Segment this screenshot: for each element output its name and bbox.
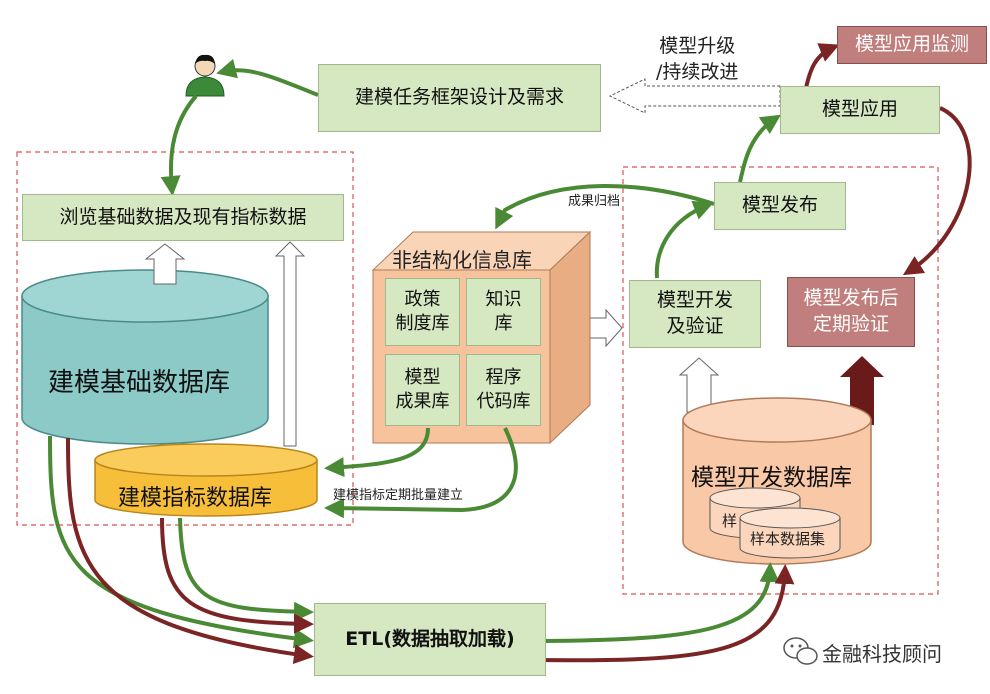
model-release-label: 模型发布 xyxy=(741,194,818,217)
app-monitor-label: 模型应用监测 xyxy=(854,33,969,56)
hollow-up-arrow-indicator xyxy=(274,241,306,447)
browse-data-box[interactable]: 浏览基础数据及现有指标数据 xyxy=(22,194,344,241)
arrow-etl-to-devdb-maroon xyxy=(539,564,795,663)
dev-db-label: 模型开发数据库 xyxy=(691,465,852,491)
cube-cell-code-2: 代码库 xyxy=(476,391,531,412)
app-monitor-box[interactable]: 模型应用监测 xyxy=(837,26,987,64)
arrow-app-to-monitor xyxy=(804,43,840,89)
cube-cell-knowledge-2: 库 xyxy=(494,313,513,334)
periodic-verify-label-1: 模型发布后 xyxy=(803,287,899,310)
model-app-label: 模型应用 xyxy=(821,98,898,121)
cube-title: 非结构化信息库 xyxy=(392,248,532,272)
model-app-box[interactable]: 模型应用 xyxy=(780,86,940,134)
cube-cell-knowledge-1: 知识 xyxy=(485,288,522,310)
cube-cell-policy-2: 制度库 xyxy=(395,313,450,334)
right-group-frame xyxy=(622,166,939,595)
task-design-box[interactable]: 建模任务框架设计及需求 xyxy=(318,64,601,132)
dev-verify-label-1: 模型开发 xyxy=(656,289,733,312)
dev-verify-label-2: 及验证 xyxy=(666,315,724,337)
arrow-cube-to-indicator-1 xyxy=(324,427,430,478)
base-db-cylinder xyxy=(21,269,269,445)
cube-cell-knowledge[interactable]: 知识 库 xyxy=(466,278,541,346)
indicator-db-cylinder xyxy=(94,443,318,517)
sample-db-front xyxy=(739,507,841,559)
wechat-icon xyxy=(783,637,818,665)
arrow-cube-to-indicator-2 xyxy=(324,427,518,519)
cube-cell-code-1: 程序 xyxy=(485,366,522,388)
etl-label: ETL(数据抽取加载) xyxy=(345,627,515,650)
hollow-left-arrow-upgrade xyxy=(608,78,781,114)
batch-build-label: 建模指标定期批量建立 xyxy=(333,488,464,503)
arrow-release-to-app xyxy=(738,114,782,183)
cube-cell-results-1: 模型 xyxy=(404,366,441,388)
arrow-task-to-user xyxy=(216,58,319,97)
hollow-right-arrow-cube xyxy=(589,308,623,348)
left-group-frame xyxy=(16,151,354,526)
arrow-user-to-browse xyxy=(160,94,198,196)
arrow-base-to-etl-maroon xyxy=(66,437,314,665)
archive-label: 成果归档 xyxy=(568,194,621,209)
etl-box[interactable]: ETL(数据抽取加载) xyxy=(314,603,546,676)
cube-cell-code[interactable]: 程序 代码库 xyxy=(466,354,541,426)
arrow-release-to-cube xyxy=(495,183,715,230)
indicator-db-label: 建模指标数据库 xyxy=(118,486,273,511)
sample-back-label: 样 xyxy=(722,512,738,530)
cube-cell-policy-1: 政策 xyxy=(404,288,441,310)
cube-cell-policy[interactable]: 政策 制度库 xyxy=(385,278,460,346)
arrow-indicator-to-etl-maroon xyxy=(160,517,314,634)
periodic-verify-box[interactable]: 模型发布后 定期验证 xyxy=(787,277,915,347)
dev-verify-box[interactable]: 模型开发 及验证 xyxy=(629,280,761,348)
arrow-etl-to-devdb-green xyxy=(539,562,780,643)
arrow-indicator-to-etl-green xyxy=(178,517,314,622)
arrow-app-to-periodic xyxy=(902,106,972,276)
user-icon xyxy=(185,54,225,97)
hollow-up-arrow-base xyxy=(144,243,186,285)
model-release-box[interactable]: 模型发布 xyxy=(714,182,846,230)
cube-cell-results-2: 成果库 xyxy=(395,391,450,412)
upgrade-label: 模型升级 /持续改进 xyxy=(656,34,738,85)
upgrade-label-1: 模型升级 xyxy=(659,35,736,57)
arrow-dev-to-release xyxy=(654,200,714,279)
sample-front-label: 样本数据集 xyxy=(750,530,826,548)
upgrade-label-2: /持续改进 xyxy=(656,60,739,83)
task-design-label: 建模任务框架设计及需求 xyxy=(354,86,564,109)
cube-cell-results[interactable]: 模型 成果库 xyxy=(385,354,460,426)
arrow-base-to-etl-green xyxy=(48,435,314,649)
watermark-label: 金融科技顾问 xyxy=(822,642,942,666)
base-db-label: 建模基础数据库 xyxy=(48,368,231,398)
periodic-verify-label-2: 定期验证 xyxy=(812,313,889,335)
browse-data-label: 浏览基础数据及现有指标数据 xyxy=(59,205,307,228)
